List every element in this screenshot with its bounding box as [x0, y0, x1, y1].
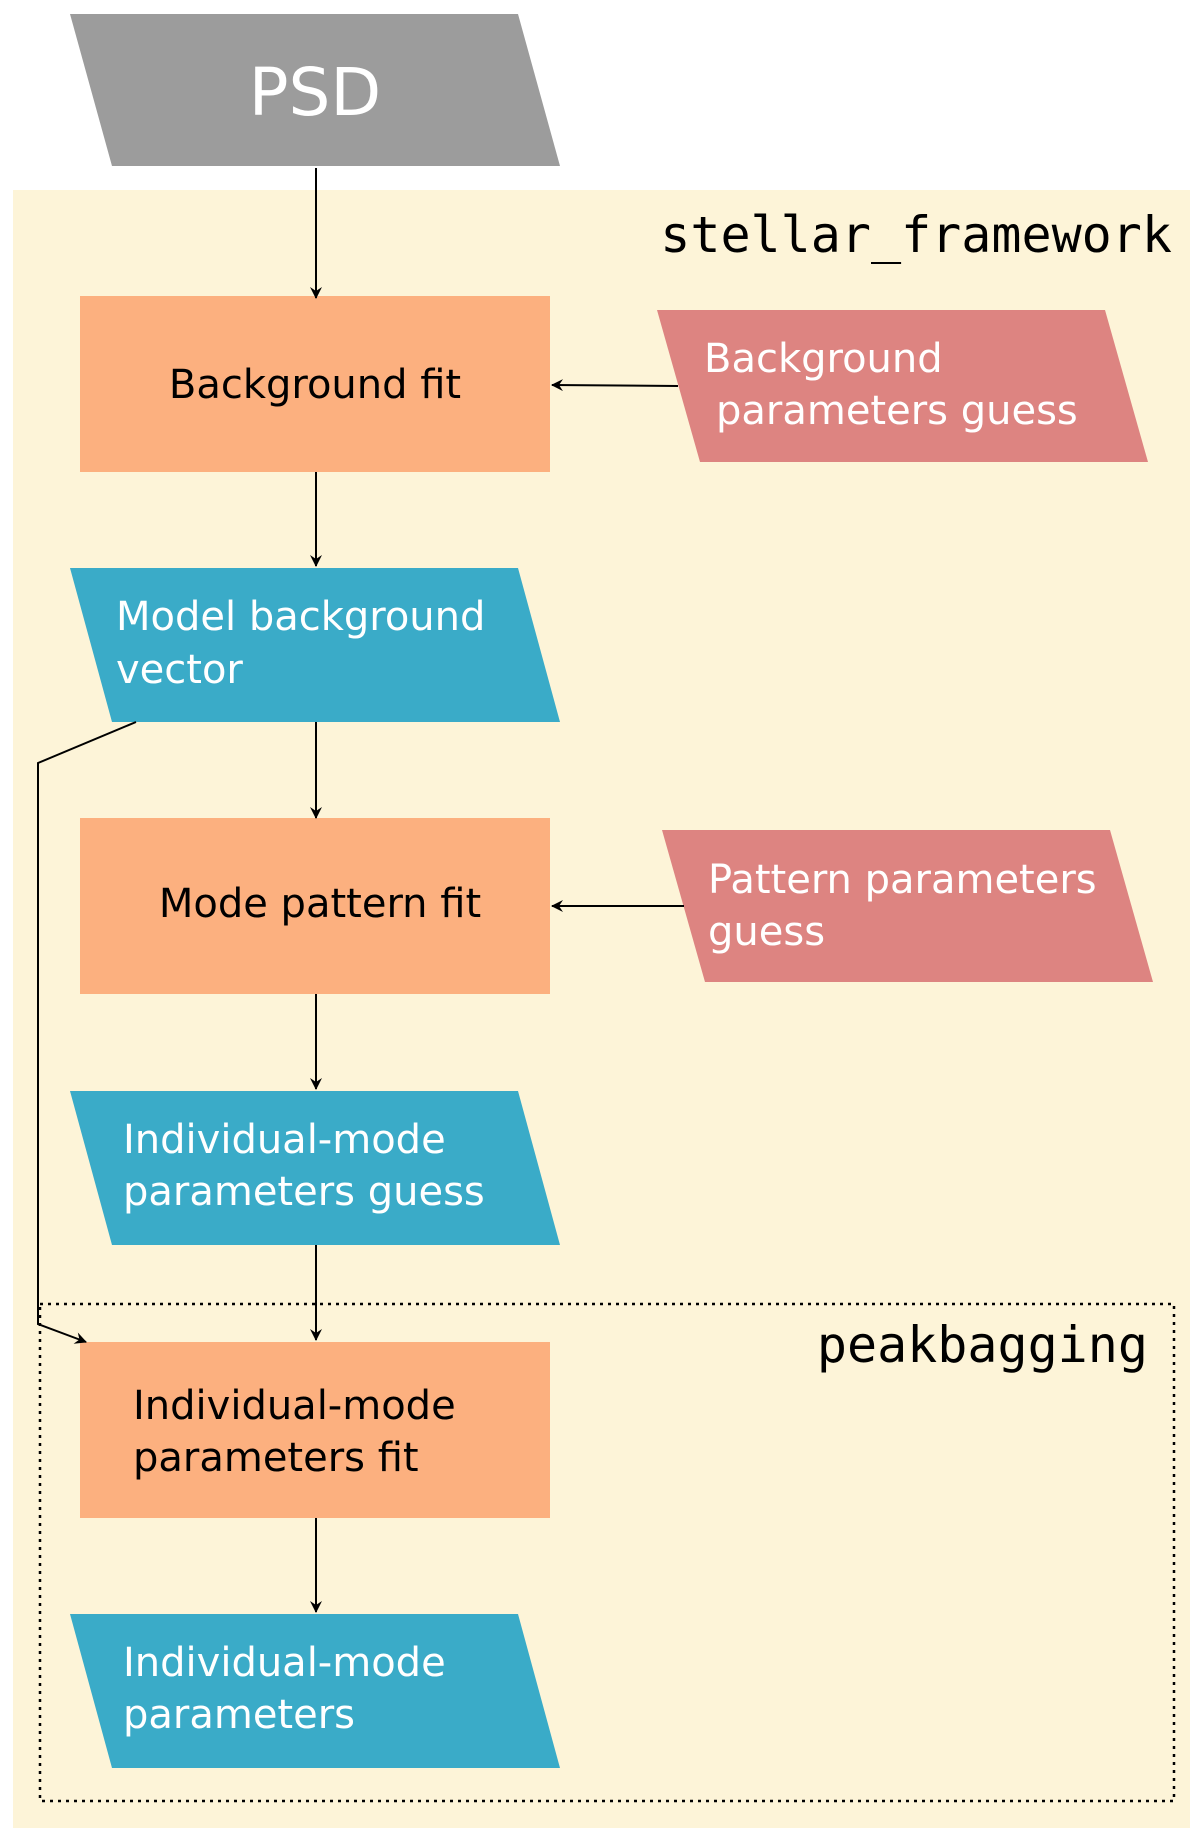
background-guess-label-line-1: Background: [704, 336, 943, 382]
individual-fit-label: Individual-mode parameters fit: [133, 1383, 468, 1481]
background-fit-box: [80, 296, 550, 472]
background-fit-label-line: Background fit: [169, 362, 461, 408]
individual-params-shape: [70, 1614, 560, 1768]
individual-guess-label-line-1: Individual-mode: [123, 1117, 446, 1163]
connectors: [37, 168, 684, 1613]
background-guess-label: Background parameters guess: [704, 336, 1078, 434]
arrow-model-background-to-individual-fit: [37, 721, 137, 1344]
stellar-framework-label: stellar_framework: [660, 206, 1172, 264]
individual-params-label: Individual-mode parameters: [123, 1640, 458, 1738]
model-background-shape: [70, 568, 560, 722]
individual-params-label-line-2: parameters: [123, 1692, 355, 1738]
background-guess-shape: [657, 310, 1148, 462]
pattern-guess-label: Pattern parameters guess: [708, 857, 1109, 955]
background-guess-label-line-2: parameters guess: [716, 388, 1078, 434]
background-fit-label: Background fit: [169, 362, 461, 408]
model-background-label-line-1: Model background: [116, 594, 485, 640]
psd-label: PSD: [249, 54, 382, 131]
individual-fit-label-line-1: Individual-mode: [133, 1383, 456, 1429]
mode-pattern-fit-label: Mode pattern fit: [159, 881, 481, 927]
pattern-guess-shape: [662, 830, 1153, 982]
mode-pattern-fit-label-line: Mode pattern fit: [159, 881, 481, 927]
peakbagging-label: peakbagging: [817, 1316, 1148, 1374]
individual-guess-label: Individual-mode parameters guess: [123, 1117, 485, 1215]
psd-input-shape: [70, 14, 560, 166]
model-background-label-line-2: vector: [116, 647, 243, 693]
model-background-label: Model background vector: [116, 594, 498, 693]
individual-fit-box: [80, 1342, 550, 1518]
pattern-guess-label-line-1: Pattern parameters: [708, 857, 1097, 903]
pattern-guess-label-line-2: guess: [708, 909, 825, 955]
individual-guess-shape: [70, 1091, 560, 1245]
individual-fit-label-line-2: parameters fit: [133, 1435, 419, 1481]
mode-pattern-fit-box: [80, 818, 550, 994]
individual-params-label-line-1: Individual-mode: [123, 1640, 446, 1686]
arrow-background-guess-to-fit: [551, 379, 679, 392]
individual-guess-label-line-2: parameters guess: [123, 1169, 485, 1215]
